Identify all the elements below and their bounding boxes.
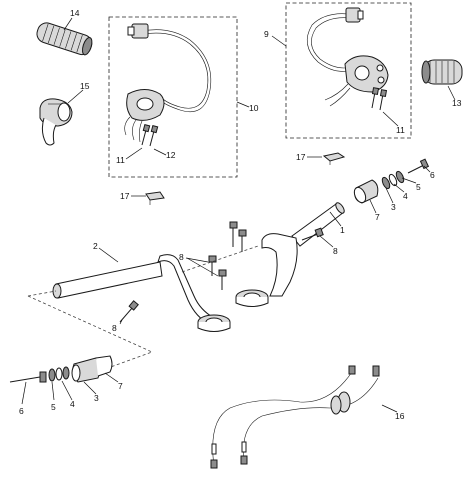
callout-12: 12 <box>166 150 176 160</box>
bar-end-weight-left <box>71 355 113 383</box>
callout-labels: 14 15 9 10 11 12 11 13 17 17 6 5 4 3 7 1… <box>19 8 462 421</box>
callout-8-left: 8 <box>112 323 117 333</box>
callout-7-right: 7 <box>375 212 380 222</box>
callout-13: 13 <box>452 98 462 108</box>
cable-clip-lower <box>145 191 165 205</box>
screws-left-switch <box>141 123 159 147</box>
callout-5-left: 5 <box>51 402 56 412</box>
callout-3-left: 3 <box>94 393 99 403</box>
callout-16: 16 <box>395 411 405 421</box>
callout-5-right: 5 <box>416 182 421 192</box>
right-switch-cube <box>306 7 389 107</box>
callout-11-left: 11 <box>116 155 125 165</box>
right-switch-group-box <box>285 2 412 139</box>
bar-end-bolt-right <box>407 158 430 174</box>
callout-8-right: 8 <box>333 246 338 256</box>
left-switch-group-box <box>108 16 238 178</box>
callout-8-center: 8 <box>179 252 184 262</box>
handlebar-left <box>52 254 231 332</box>
leader-lines <box>21 17 456 413</box>
callout-2: 2 <box>93 241 98 251</box>
callout-6-left: 6 <box>19 406 24 416</box>
cable-clip-upper <box>322 152 346 165</box>
handlebar-right <box>235 202 345 307</box>
callout-1: 1 <box>340 225 345 235</box>
callout-11-right: 11 <box>396 125 405 135</box>
callout-10: 10 <box>249 103 259 113</box>
screws-right-switch <box>371 87 388 111</box>
guide-line-clamp <box>181 245 259 273</box>
bar-end-bolt-left <box>9 371 47 383</box>
guide-line-left-bar <box>27 290 57 297</box>
callout-14: 14 <box>70 8 80 18</box>
callout-7-left: 7 <box>118 381 123 391</box>
guide-line-bar-end <box>27 295 154 369</box>
callout-4-left: 4 <box>70 399 75 409</box>
callout-17-upper: 17 <box>296 152 306 162</box>
callout-6-right: 6 <box>430 170 435 180</box>
clamp-bolts <box>119 221 324 323</box>
bar-end-washers-left <box>48 366 70 382</box>
callout-3-right: 3 <box>391 202 396 212</box>
throttle-housing <box>39 98 73 146</box>
callout-17-lower: 17 <box>120 191 130 201</box>
throttle-cables <box>210 365 380 469</box>
grip-right <box>421 59 463 85</box>
bar-end-washers-right <box>381 170 405 190</box>
grip-left <box>36 22 93 56</box>
callout-9: 9 <box>264 29 269 39</box>
callout-15: 15 <box>80 81 90 91</box>
callout-4-right: 4 <box>403 191 408 201</box>
bar-end-weight-right <box>353 179 379 204</box>
left-switch-cube <box>124 23 212 143</box>
